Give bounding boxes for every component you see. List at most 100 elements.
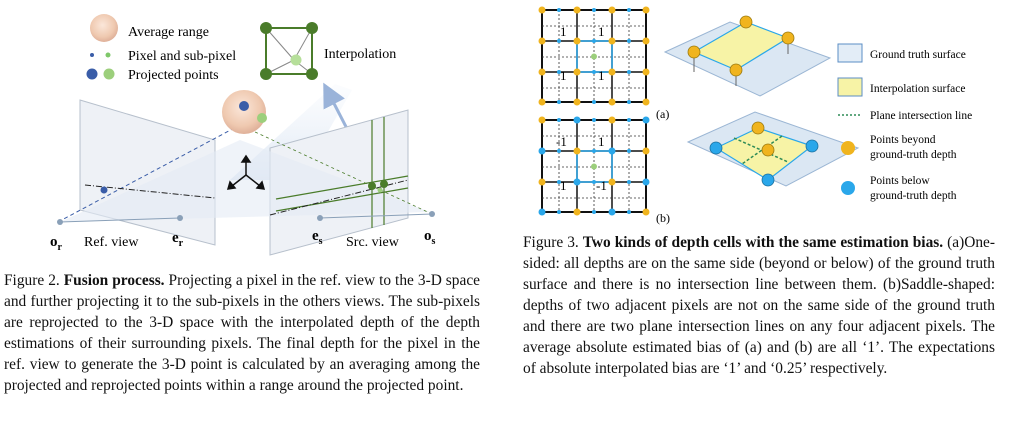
grid-node-point bbox=[573, 68, 581, 76]
grid-b-label-4: -1 bbox=[596, 178, 607, 193]
legend-projected-points: Projected points bbox=[128, 68, 219, 83]
label-src-view: Src. view bbox=[346, 235, 400, 250]
grid-node-point bbox=[642, 178, 650, 186]
legend-interp-surface: Interpolation surface bbox=[870, 83, 965, 95]
average-range-sphere bbox=[222, 90, 266, 134]
projected-point-green bbox=[257, 113, 267, 123]
axes-icon bbox=[226, 154, 266, 190]
legend-beyond-2: ground-truth depth bbox=[870, 149, 957, 161]
camera-center-ref bbox=[57, 219, 63, 225]
grid-half-point bbox=[557, 118, 561, 122]
grid-b-label-2: 1 bbox=[598, 134, 605, 149]
grid-a-label-3: 1 bbox=[560, 68, 567, 83]
grid-node-point bbox=[642, 208, 650, 216]
grid-half-point bbox=[592, 180, 596, 184]
label-ref-view: Ref. view bbox=[84, 235, 139, 250]
grid-half-point bbox=[557, 39, 561, 43]
legend-below-2: ground-truth depth bbox=[870, 190, 957, 202]
figure-3-caption: Figure 3. Two kinds of depth cells with … bbox=[523, 232, 995, 379]
grid-node-point bbox=[642, 6, 650, 14]
grid-node-point bbox=[538, 116, 546, 124]
panel-a-label: (a) bbox=[656, 107, 669, 121]
label-e-s: es bbox=[312, 228, 323, 247]
grid-node-point bbox=[608, 68, 616, 76]
grid-a-label-1: 1 bbox=[560, 24, 567, 39]
grid-half-point bbox=[592, 8, 596, 12]
grid-half-point bbox=[557, 70, 561, 74]
grid-half-point bbox=[592, 39, 596, 43]
grid-node-point bbox=[573, 147, 581, 155]
grid-half-point bbox=[592, 149, 596, 153]
grid-node-point bbox=[573, 37, 581, 45]
grid-a-label-2: 1 bbox=[598, 24, 605, 39]
grid-half-point bbox=[557, 210, 561, 214]
epipolar-ground bbox=[60, 140, 430, 222]
grid-subpixel-point bbox=[591, 163, 597, 170]
grid-node-point bbox=[642, 68, 650, 76]
ref-pixel bbox=[100, 186, 108, 194]
src-plane-grid bbox=[275, 117, 409, 228]
grid-half-point bbox=[627, 70, 631, 74]
fig2-caption-body: Projecting a pixel in the ref. view to t… bbox=[4, 272, 480, 394]
projected-point-blue bbox=[239, 101, 249, 111]
grid-half-point bbox=[557, 180, 561, 184]
grid-node-point bbox=[573, 6, 581, 14]
grid-node-point bbox=[642, 116, 650, 124]
grid-half-point bbox=[627, 8, 631, 12]
ray-from-ref bbox=[57, 124, 241, 223]
grid-half-point bbox=[627, 39, 631, 43]
legend-average-range: Average range bbox=[128, 25, 209, 40]
grid-a-points bbox=[538, 6, 650, 106]
grid-node-point bbox=[642, 98, 650, 106]
grid-half-point bbox=[592, 70, 596, 74]
grid-node-point bbox=[538, 37, 546, 45]
grid-node-point bbox=[538, 178, 546, 186]
legend-below-1: Points below bbox=[870, 175, 930, 187]
grid-node-point bbox=[608, 37, 616, 45]
legend-beyond-swatch bbox=[841, 141, 855, 155]
grid-b-points bbox=[538, 116, 650, 216]
legend-beyond-1: Points beyond bbox=[870, 134, 936, 146]
grid-node-point bbox=[608, 147, 616, 155]
grid-half-point bbox=[557, 149, 561, 153]
subpixel-legend-dot bbox=[105, 52, 111, 58]
pixel-legend-dot bbox=[90, 53, 94, 57]
camera-center-src bbox=[429, 211, 435, 217]
grid-b-label-1: -1 bbox=[556, 134, 567, 149]
grid-node-point bbox=[642, 37, 650, 45]
grid-subpixel-point bbox=[591, 53, 597, 60]
legend-plane-line: Plane intersection line bbox=[870, 110, 972, 122]
figure-2-caption: Figure 2. Fusion process. Projecting a p… bbox=[4, 270, 480, 396]
src-grid-node-1 bbox=[368, 182, 376, 190]
grid-node-point bbox=[538, 147, 546, 155]
grid-half-point bbox=[592, 100, 596, 104]
legend-pixel-subpixel: Pixel and sub-pixel bbox=[128, 49, 236, 64]
fusion-diagram-svg: Average range Pixel and sub-pixel Projec… bbox=[50, 14, 436, 256]
grid-node-point bbox=[538, 6, 546, 14]
panel-b-label: (b) bbox=[656, 211, 670, 225]
legend-gt-surface: Ground truth surface bbox=[870, 49, 966, 61]
fig2-caption-title: Fusion process. bbox=[63, 272, 165, 289]
grid-node-point bbox=[608, 116, 616, 124]
grid-half-point bbox=[627, 210, 631, 214]
grid-node-point bbox=[538, 208, 546, 216]
epipole-ref bbox=[177, 215, 183, 221]
grid-node-point bbox=[608, 6, 616, 14]
ray-from-src bbox=[239, 124, 433, 215]
grid-node-point bbox=[538, 68, 546, 76]
surface-a-3d bbox=[663, 15, 832, 97]
grid-node-point bbox=[573, 178, 581, 186]
legend-below-swatch bbox=[841, 181, 855, 195]
grid-half-point bbox=[592, 210, 596, 214]
grid-node-point bbox=[573, 208, 581, 216]
legend-interp-surface-swatch bbox=[837, 77, 863, 97]
grid-node-point bbox=[608, 178, 616, 186]
fig2-caption-label: Figure 2. bbox=[4, 272, 60, 289]
baseline-left bbox=[59, 217, 181, 223]
grid-node-point bbox=[608, 98, 616, 106]
projected-point-legend-green bbox=[103, 68, 115, 80]
depth-cells-svg: 1 1 1 1 (a) -1 1 1 -1 (b) bbox=[538, 6, 972, 225]
projected-point-legend-blue bbox=[86, 68, 98, 80]
label-o-r: or bbox=[50, 234, 63, 253]
grid-node-point bbox=[573, 98, 581, 106]
